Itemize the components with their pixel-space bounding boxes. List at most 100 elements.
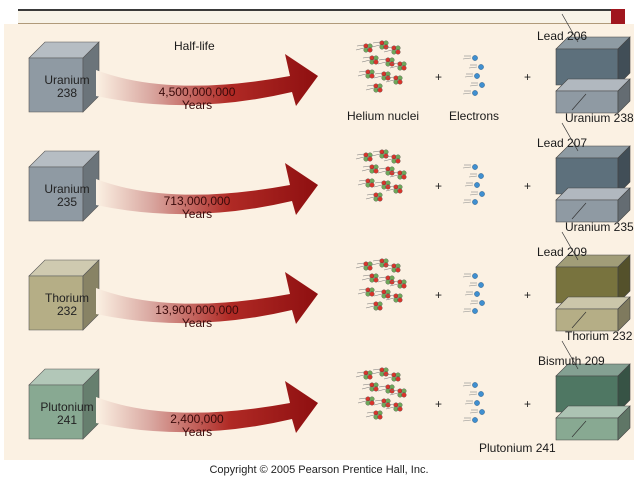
parent-element-name: Uranium (44, 182, 90, 196)
copyright-notice: Copyright © 2005 Pearson Prentice Hall, … (209, 464, 429, 476)
electron (468, 391, 484, 397)
plus-sign: + (524, 179, 532, 193)
parent-element-name: Uranium (44, 73, 90, 87)
daughter-leader-line (561, 13, 579, 43)
parent-element-mass: 241 (56, 413, 78, 427)
daughter-leader-line (561, 340, 579, 370)
helium-nucleus (365, 83, 383, 93)
electron (462, 164, 478, 170)
half-life-unit: Years (181, 425, 213, 439)
helium-nucleus (365, 410, 383, 420)
electron (462, 273, 478, 279)
daughter-element-label: Bismuth 209 (538, 354, 605, 368)
daughter-element-layer (555, 36, 631, 86)
helium-nucleus (383, 45, 401, 55)
electron (464, 400, 480, 406)
electron (469, 82, 485, 88)
helium-nucleus (385, 293, 403, 303)
daughter-element-layer (555, 254, 631, 304)
half-life-arrow (96, 381, 318, 433)
decay-row (28, 122, 631, 223)
helium-nucleus (383, 154, 401, 164)
title-bar-accent (611, 9, 625, 24)
plus-sign: + (435, 70, 443, 84)
helium-nucleus (385, 75, 403, 85)
half-life-unit: Years (181, 316, 213, 330)
helium-nucleus (385, 402, 403, 412)
electron (469, 300, 485, 306)
helium-nucleus (373, 398, 391, 408)
half-life-value: 13,900,000,000 (155, 303, 239, 317)
electron (462, 55, 478, 61)
remaining-leader-line (571, 311, 587, 329)
helium-nucleus (355, 261, 373, 271)
half-life-arrow (96, 54, 318, 106)
helium-nucleus (377, 166, 395, 176)
half-life-unit: Years (181, 207, 213, 221)
helium-nucleus (357, 287, 375, 297)
parent-element-name: Thorium (44, 291, 89, 305)
helium-nucleus (371, 258, 389, 268)
helium-nucleus (373, 289, 391, 299)
helium-nucleus (373, 180, 391, 190)
parent-element-name: Plutonium (40, 400, 94, 414)
daughter-element-label: Lead 206 (537, 29, 588, 43)
helium-nucleus (383, 263, 401, 273)
parent-element-mass: 232 (56, 304, 78, 318)
parent-element-cube (28, 368, 100, 440)
plus-sign: + (435, 397, 443, 411)
remaining-leader-line (571, 202, 587, 220)
parent-element-mass: 238 (56, 86, 78, 100)
plus-sign: + (435, 179, 443, 193)
plus-sign: + (524, 288, 532, 302)
electron (462, 308, 478, 314)
title-bar (18, 9, 625, 24)
electron (462, 417, 478, 423)
electron (469, 191, 485, 197)
helium-nucleus (377, 57, 395, 67)
parent-element-cube (28, 259, 100, 331)
daughter-element-layer (555, 145, 631, 195)
remaining-parent-label: Plutonium 241 (479, 441, 556, 455)
half-life-label: Half-life (174, 39, 215, 53)
helium-nucleus (371, 367, 389, 377)
helium-nucleus (389, 61, 407, 71)
helium-nucleus (361, 164, 379, 174)
helium-nucleus (377, 384, 395, 394)
remaining-parent-layer (555, 187, 631, 223)
helium-nucleus (365, 192, 383, 202)
helium-nucleus (355, 152, 373, 162)
electron (464, 291, 480, 297)
decay-row (28, 231, 631, 332)
helium-nucleus (389, 279, 407, 289)
helium-nucleus (361, 382, 379, 392)
electron (469, 409, 485, 415)
helium-nucleus (383, 372, 401, 382)
daughter-element-layer (555, 363, 631, 413)
half-life-arrow (96, 272, 318, 324)
remaining-parent-label: Uranium 235 (565, 220, 634, 234)
half-life-unit: Years (181, 98, 213, 112)
daughter-leader-line (561, 122, 579, 152)
half-life-value: 4,500,000,000 (158, 85, 236, 99)
electron (468, 173, 484, 179)
decay-row (28, 340, 631, 441)
electron (468, 282, 484, 288)
parent-element-cube (28, 41, 100, 113)
plus-sign: + (524, 70, 532, 84)
remaining-leader-line (571, 93, 587, 111)
daughter-element-label: Lead 207 (537, 136, 588, 150)
helium-nuclei-label: Helium nuclei (347, 109, 420, 123)
helium-nucleus (361, 273, 379, 283)
helium-nucleus (373, 71, 391, 81)
remaining-parent-layer (555, 405, 631, 441)
helium-nucleus (385, 184, 403, 194)
electron (468, 64, 484, 70)
helium-nucleus (371, 40, 389, 50)
helium-nucleus (357, 69, 375, 79)
remaining-parent-layer (555, 296, 631, 332)
daughter-leader-line (561, 231, 579, 261)
helium-nucleus (377, 275, 395, 285)
helium-nucleus (389, 170, 407, 180)
